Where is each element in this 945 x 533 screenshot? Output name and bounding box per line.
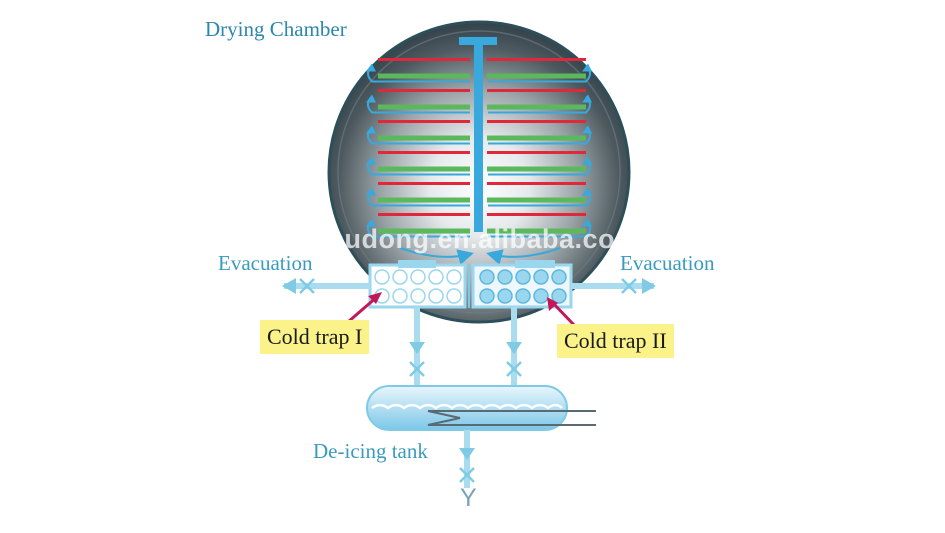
vapor-flow-arrow — [486, 247, 561, 265]
cooling-shelf — [378, 228, 470, 234]
cold-trap-1-label: Cold trap I — [260, 320, 370, 354]
cooling-shelf — [487, 228, 586, 234]
cooling-shelf — [378, 73, 470, 79]
drain-symbol: Y — [460, 484, 477, 512]
heating-shelf — [378, 58, 470, 61]
shelf-stack — [366, 58, 592, 238]
cooling-shelf — [487, 73, 586, 79]
heating-shelf — [487, 213, 586, 216]
vapor-flow-arrowhead — [582, 156, 592, 165]
deicing-tank-label: De-icing tank — [313, 439, 428, 463]
cold-trap-coil — [533, 288, 549, 304]
central-vapor-duct — [474, 42, 483, 232]
cold-trap-coil — [428, 269, 444, 285]
deicing-tank — [366, 385, 596, 431]
vapor-flow-arrowhead — [582, 218, 592, 227]
vapor-flow-arrow — [399, 247, 474, 265]
top-header-pipe — [459, 37, 497, 45]
vapor-flow-arrowhead — [366, 94, 376, 103]
cold-trap-coil — [551, 269, 567, 285]
vapor-flow-arrowhead — [366, 125, 376, 134]
cold-trap-coil — [515, 288, 531, 304]
cold-trap-coil — [479, 288, 495, 304]
drying-chamber-inner-ring — [337, 30, 621, 314]
heating-shelf — [378, 89, 470, 92]
heating-shelf — [378, 151, 470, 154]
cold-trap-1 — [368, 260, 467, 309]
cold-trap-coil — [551, 288, 567, 304]
evacuation-label-right: Evacuation — [620, 251, 715, 275]
heating-shelf — [487, 182, 586, 185]
vapor-flow-arrowhead — [582, 63, 592, 72]
heating-shelf — [487, 120, 586, 123]
heating-shelf — [378, 120, 470, 123]
evacuation-line-left — [282, 278, 370, 294]
trap2-drain-pipe — [506, 307, 522, 388]
cold-trap-coil — [533, 269, 549, 285]
cooling-shelf — [378, 197, 470, 203]
cold-trap-coil — [374, 269, 390, 285]
evacuation-line-right — [571, 278, 656, 294]
cold-trap-2-label: Cold trap II — [557, 324, 674, 358]
cold-trap-2 — [471, 260, 573, 309]
cooling-shelf — [487, 197, 586, 203]
vapor-flow-arrowhead — [366, 218, 376, 227]
cooling-shelf — [378, 135, 470, 141]
evacuation-label-left: Evacuation — [218, 251, 313, 275]
cooling-shelf — [487, 166, 586, 172]
trap1-drain-pipe — [409, 307, 425, 388]
cold-trap-coil — [392, 288, 408, 304]
watermark: xysudong.en.alibaba.com — [298, 224, 640, 254]
cooling-shelf — [487, 104, 586, 110]
callout-arrow-head-trap1 — [368, 292, 382, 304]
cold-trap-coil — [410, 288, 426, 304]
cold-trap-coil — [497, 269, 513, 285]
callout-arrow-head-trap2 — [547, 297, 558, 311]
vapor-flow-arrowhead — [582, 94, 592, 103]
vapor-flow-arrowhead — [366, 187, 376, 196]
cold-trap-coil — [446, 288, 462, 304]
vapor-flow-arrowhead — [582, 187, 592, 196]
cold-trap-coil — [428, 288, 444, 304]
vapor-flow-arrowhead — [366, 63, 376, 72]
heating-shelf — [378, 213, 470, 216]
cold-trap-coil — [446, 269, 462, 285]
cold-trap-coil — [392, 269, 408, 285]
cooling-shelf — [378, 104, 470, 110]
cooling-shelf — [378, 166, 470, 172]
cold-trap-coil — [497, 288, 513, 304]
cooling-shelf — [487, 135, 586, 141]
heating-shelf — [487, 58, 586, 61]
cold-trap-coil — [515, 269, 531, 285]
tank-drain-pipe — [459, 430, 475, 488]
heating-shelf — [378, 182, 470, 185]
drying-chamber-label: Drying Chamber — [205, 17, 347, 41]
heating-shelf — [487, 89, 586, 92]
cold-trap-coil — [479, 269, 495, 285]
vapor-flow-arrowhead — [582, 125, 592, 134]
vapor-flow-arrowhead — [366, 156, 376, 165]
cold-trap-coil — [410, 269, 426, 285]
heating-shelf — [487, 151, 586, 154]
